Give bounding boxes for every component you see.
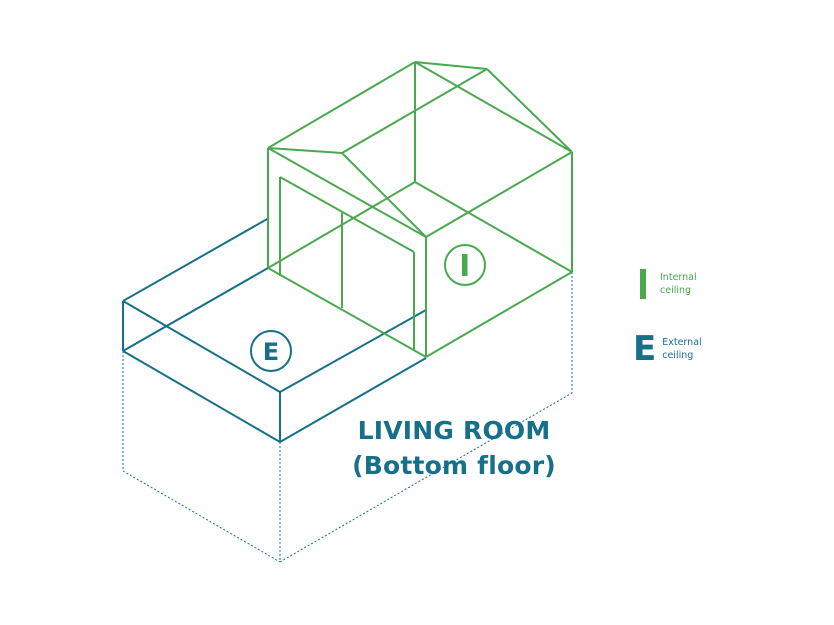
svg-text:E: E xyxy=(263,338,279,366)
external-ceiling-box xyxy=(122,217,427,443)
diagram-title: LIVING ROOM (Bottom floor) xyxy=(330,413,578,483)
legend-internal: Internal ceiling xyxy=(640,269,697,299)
internal-ceiling-house xyxy=(267,61,573,358)
lower-volume-dotted xyxy=(122,272,573,563)
internal-ceiling-marker xyxy=(444,244,486,286)
legend-external-label: External ceiling xyxy=(662,337,702,361)
title-line-1: LIVING ROOM xyxy=(357,416,551,445)
title-line-2: (Bottom floor) xyxy=(352,451,556,480)
legend-external: E External ceiling xyxy=(633,332,702,366)
external-ceiling-marker: E xyxy=(250,330,292,372)
internal-ceiling-icon xyxy=(640,269,646,299)
legend-internal-label: Internal ceiling xyxy=(660,272,697,296)
external-ceiling-icon: E xyxy=(633,329,657,369)
